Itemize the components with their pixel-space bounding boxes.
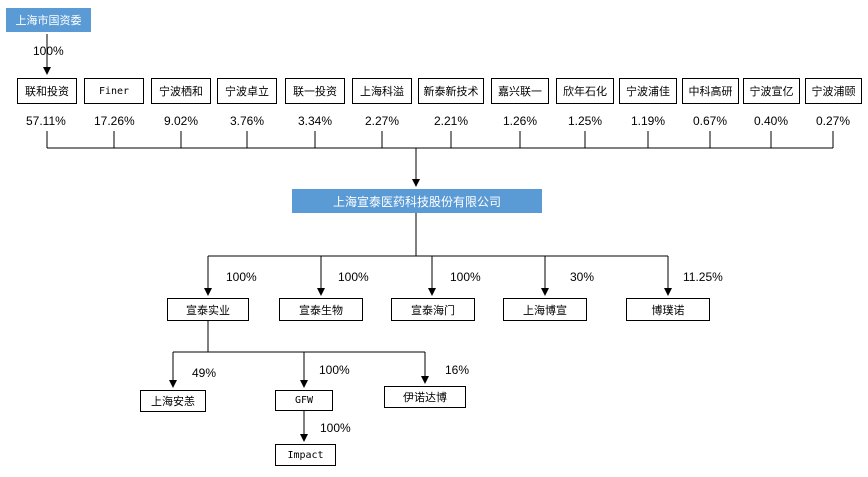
top-parent-pct: 100% [33,44,64,58]
shareholder-label: 宁波浦颐 [811,85,856,98]
subsidiary-box-5: 博璞诺 [626,298,710,321]
level3-pct: 100% [319,363,350,377]
subsidiary-pct: 100% [338,270,369,284]
shareholder-pct: 1.25% [568,114,603,128]
level3-label: GFW [294,395,314,406]
shareholder-pct: 3.34% [298,114,333,128]
shareholder-pct: 1.19% [631,114,666,128]
shareholder-box-13: 宁波浦颐 [805,78,862,104]
shareholder-pct: 0.67% [693,114,728,128]
shareholder-label: 宁波卓立 [225,85,269,98]
shareholder-pct: 0.27% [816,114,851,128]
level3-box-2: GFW [275,390,333,411]
level4-label: Impact [287,449,324,461]
subsidiary-pct: 30% [570,270,595,284]
level3-box-1: 上海安恙 [140,390,206,412]
shareholder-box-9: 欣年石化 [556,78,614,104]
shareholder-label: 联和投资 [25,85,69,98]
shareholder-label: 宁波栖和 [159,85,203,98]
shareholder-box-1: 联和投资 [17,78,77,104]
shareholder-pct: 17.26% [94,114,135,128]
subsidiary-label: 宣泰生物 [299,303,343,317]
shareholder-label: 欣年石化 [563,85,607,98]
subsidiary-label: 博璞诺 [651,303,685,317]
shareholder-label: 中科高研 [688,85,733,98]
shareholder-box-10: 宁波浦佳 [619,78,677,104]
shareholder-box-3: 宁波栖和 [151,78,211,104]
shareholder-label: Finer [98,85,130,97]
shareholder-pct: 0.40% [754,114,789,128]
shareholder-box-11: 中科高研 [682,78,739,104]
subsidiary-label: 上海博宣 [523,303,567,317]
shareholder-box-8: 嘉兴联一 [491,78,549,104]
subsidiary-pct: 11.25% [683,270,723,284]
company-label: 上海宣泰医药科技股份有限公司 [332,194,501,209]
subsidiary-pct: 100% [450,270,481,284]
shareholder-box-4: 宁波卓立 [217,78,277,104]
level3-pct: 16% [445,363,470,377]
shareholder-label: 宁波宣亿 [749,85,794,98]
level3-box-3: 伊诺达博 [384,386,466,408]
level4-box-impact: Impact [275,444,336,466]
shareholder-label: 嘉兴联一 [498,85,542,98]
shareholder-box-2: Finer [84,78,144,104]
top-parent-box: 上海市国资委 [6,8,91,32]
level3-pct: 49% [192,366,217,380]
shareholder-box-5: 联一投资 [285,78,345,104]
shareholder-pct: 3.76% [230,114,265,128]
shareholder-label: 宁波浦佳 [626,85,670,98]
level3-label: 上海安恙 [151,395,195,408]
shareholder-label: 上海科溢 [360,85,404,98]
shareholder-box-6: 上海科溢 [352,78,412,104]
shareholder-pct: 2.27% [365,114,400,128]
shareholder-box-7: 新泰新技术 [418,78,484,104]
shareholder-pct: 57.11% [26,114,66,128]
level3-label: 伊诺达博 [403,391,447,404]
subsidiary-label: 宣泰海门 [411,303,455,317]
shareholder-pct: 9.02% [164,114,199,128]
top-parent-label: 上海市国资委 [15,14,82,27]
subsidiary-box-3: 宣泰海门 [391,298,475,321]
subsidiary-pct: 100% [226,270,257,284]
company-box: 上海宣泰医药科技股份有限公司 [292,189,542,213]
shareholder-label: 联一投资 [293,85,337,98]
subsidiary-box-2: 宣泰生物 [279,298,363,321]
shareholder-box-12: 宁波宣亿 [743,78,800,104]
shareholder-pct: 2.21% [434,114,469,128]
shareholder-label: 新泰新技术 [423,85,479,98]
subsidiary-label: 宣泰实业 [186,303,230,317]
subsidiary-box-1: 宣泰实业 [167,298,249,321]
subsidiary-box-4: 上海博宣 [503,298,587,321]
level4-pct: 100% [320,421,351,435]
shareholder-pct: 1.26% [503,114,538,128]
